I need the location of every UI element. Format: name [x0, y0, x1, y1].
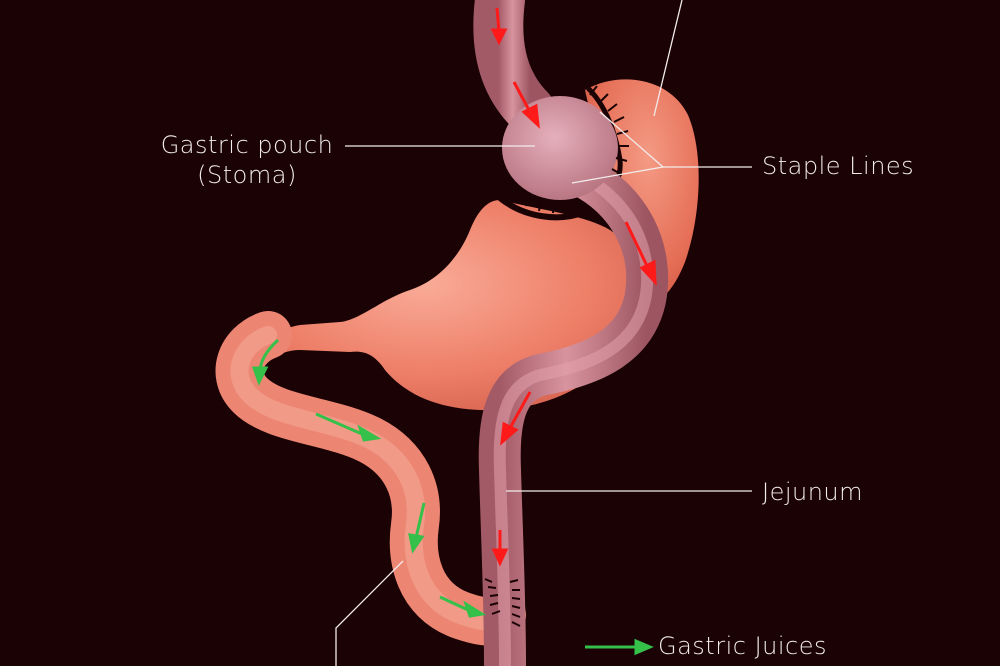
juice-arrow-4	[439, 595, 487, 618]
legend-juice-arrow	[585, 638, 654, 656]
juice-arrow-1	[251, 338, 280, 386]
food-flow-arrows	[490, 7, 657, 567]
esophagus	[473, 0, 555, 135]
food-arrow-3	[624, 221, 657, 287]
jejunum-limb-highlight	[493, 169, 654, 666]
food-arrow-4	[500, 391, 532, 446]
gastric-pouch-title: Gastric pouch	[160, 131, 334, 159]
leader-line-staple-1	[599, 111, 664, 168]
juice-arrow-2	[315, 412, 382, 442]
anastomosis-staple-ticks	[484, 578, 521, 627]
food-arrow-2	[512, 81, 540, 129]
biliopancreatic-limb-highlight	[230, 326, 511, 631]
food-arrow-1	[490, 7, 508, 46]
pouch-staple-line	[498, 195, 587, 221]
juice-arrow-3	[408, 502, 426, 554]
leader-line-staple-2	[571, 166, 664, 184]
gastric-pouch	[502, 96, 618, 200]
gastric-juice-arrows	[251, 338, 487, 618]
leader-line-bottom	[335, 560, 404, 666]
pouch-staple-ticks	[498, 85, 629, 213]
jejunum-label: Jejunum	[762, 478, 864, 506]
gastric-juices-legend-label: Gastric Juices	[658, 632, 827, 660]
leader-lines	[335, 0, 752, 666]
food-arrow-5	[491, 530, 509, 567]
staple-lines-label: Staple Lines	[762, 152, 915, 180]
leader-line-top	[653, 0, 683, 117]
stoma-subtitle: (Stoma)	[197, 161, 297, 189]
gastric-pouch-label: Gastric pouch (Stoma)	[132, 130, 362, 190]
